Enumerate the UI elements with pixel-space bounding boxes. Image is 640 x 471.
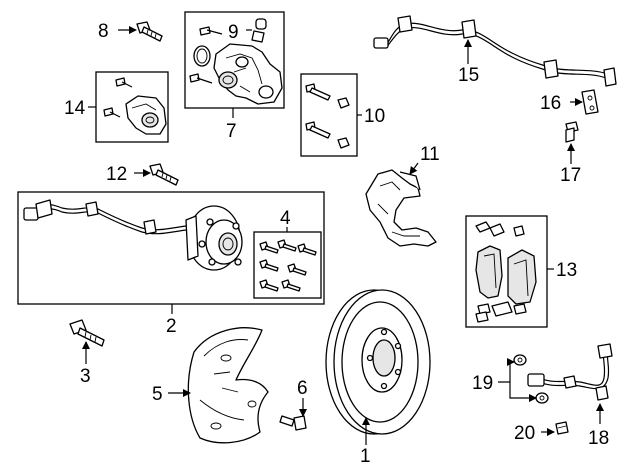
callout-9: 9 [228,22,239,43]
box-brake-pads [465,215,548,328]
caliper-bracket-part-14[interactable] [103,77,167,135]
wheel-speed-sensor-part-18[interactable] [527,343,613,401]
callout-12: 12 [106,164,127,185]
callout-15: 15 [458,65,479,86]
dust-shield-part-5[interactable] [187,327,269,444]
callout-3: 3 [80,366,91,387]
callout-10: 10 [364,106,385,127]
callout-17: 17 [560,165,581,186]
caliper-part-7[interactable] [189,26,283,105]
leader-lines [82,26,604,445]
callout-2: 2 [166,316,177,337]
bolt-part-8[interactable] [136,21,163,42]
bolt-part-6[interactable] [279,415,307,431]
seal-kit-part-9[interactable] [251,18,267,43]
callout-4: 4 [280,208,291,229]
callout-16: 16 [540,93,561,114]
brake-rotor-part-1[interactable] [325,289,431,435]
caliper-bolts-part-10[interactable] [305,83,350,149]
bolt-part-17[interactable] [565,121,579,143]
callout-20: 20 [514,423,535,444]
caliper-support-part-11[interactable] [365,169,437,247]
callout-18: 18 [588,428,609,449]
bolt-part-3[interactable] [69,319,105,347]
callout-11: 11 [420,144,440,165]
callout-13: 13 [556,260,577,281]
callout-8: 8 [98,21,109,42]
hub-assembly-part-2[interactable] [23,199,243,271]
box-caliper-kit [184,11,285,109]
box-hub-assembly [17,191,325,305]
bolt-part-20[interactable] [555,421,569,435]
callout-6: 6 [297,378,308,399]
bracket-part-16[interactable] [581,89,599,115]
abs-sensor-wire-part-15[interactable] [373,15,617,87]
callout-1: 1 [360,446,371,467]
brake-pads-part-13[interactable] [475,221,537,323]
callout-5: 5 [152,384,163,405]
callout-19: 19 [472,373,493,394]
callout-14: 14 [64,98,86,119]
hub-bolts-part-4[interactable] [259,239,317,292]
bolt-part-12[interactable] [149,163,179,186]
callout-7: 7 [226,121,237,142]
